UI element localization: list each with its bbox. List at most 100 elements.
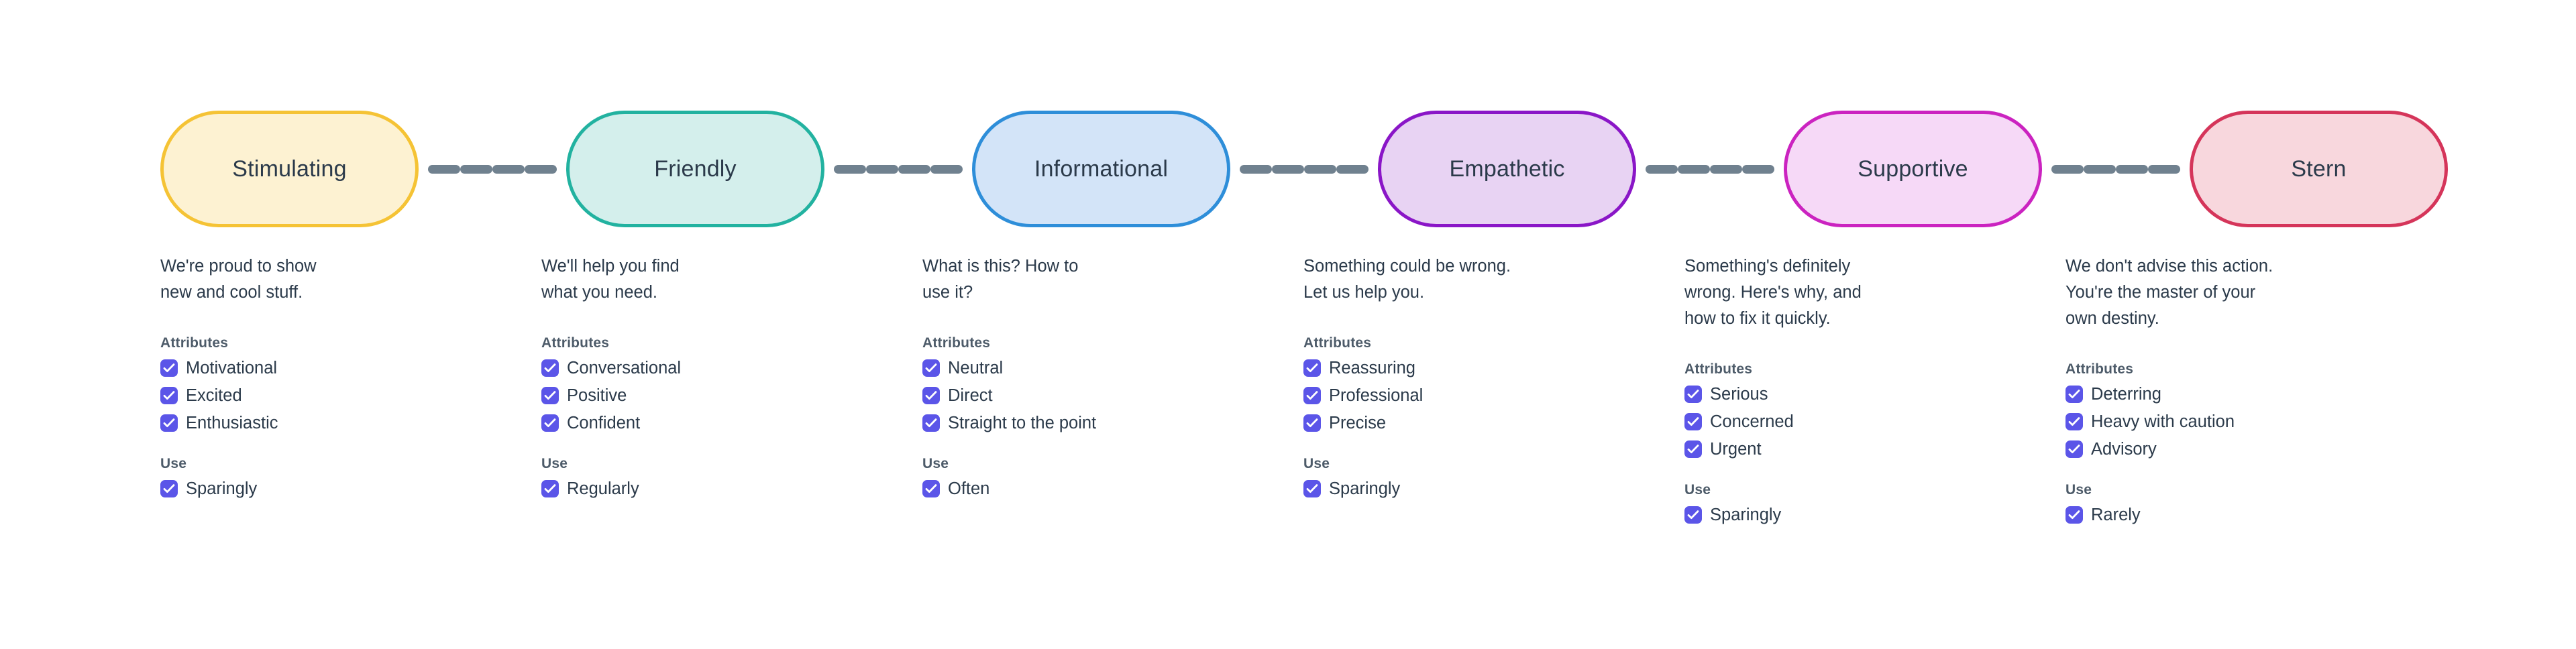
checkmark-icon[interactable] xyxy=(922,359,940,377)
checkmark-icon[interactable] xyxy=(541,387,559,404)
stage-pill-supportive[interactable]: Supportive xyxy=(1784,111,2042,227)
checkbox-row[interactable]: Urgent xyxy=(1684,439,2011,459)
dashed-line-icon xyxy=(492,164,525,174)
dashed-line-icon xyxy=(1272,164,1304,174)
stage-pill-label: Informational xyxy=(1034,156,1169,182)
checkbox-row[interactable]: Confident xyxy=(541,413,868,433)
checkbox-row[interactable]: Heavy with caution xyxy=(2065,412,2392,432)
stage-pill-label: Stern xyxy=(2291,156,2347,182)
connector-dashed-line-4 xyxy=(1636,164,1784,174)
checkbox-row[interactable]: Regularly xyxy=(541,479,868,499)
use-heading: Use xyxy=(1303,456,1330,471)
checkbox-row[interactable]: Sparingly xyxy=(1684,505,2011,525)
dashed-line-icon xyxy=(1742,164,1774,174)
checkmark-icon[interactable] xyxy=(1303,359,1321,377)
checkbox-row[interactable]: Reassuring xyxy=(1303,358,1630,378)
stage-description: Something's definitely wrong. Here's why… xyxy=(1684,257,1862,328)
attributes-heading: Attributes xyxy=(160,335,229,351)
dashed-line-icon xyxy=(866,164,898,174)
dashed-line-icon xyxy=(898,164,930,174)
checkmark-icon[interactable] xyxy=(922,480,940,497)
checkmark-icon[interactable] xyxy=(2065,506,2083,524)
checkmark-icon[interactable] xyxy=(2065,413,2083,430)
checkbox-label: Concerned xyxy=(1710,412,1794,431)
stage-pill-stimulating[interactable]: Stimulating xyxy=(160,111,419,227)
checkbox-row[interactable]: Advisory xyxy=(2065,439,2392,459)
checkbox-row[interactable]: Straight to the point xyxy=(922,413,1249,433)
checkbox-row[interactable]: Sparingly xyxy=(1303,479,1630,499)
stage-description: We're proud to show new and cool stuff. xyxy=(160,257,317,302)
stage-pill-informational[interactable]: Informational xyxy=(972,111,1230,227)
checkmark-icon[interactable] xyxy=(160,387,178,404)
dashed-line-icon xyxy=(1304,164,1336,174)
stage-pill-label: Stimulating xyxy=(232,156,347,182)
checkmark-icon[interactable] xyxy=(160,414,178,432)
attributes-heading: Attributes xyxy=(922,335,991,351)
checkbox-row[interactable]: Deterring xyxy=(2065,384,2392,404)
checkbox-label: Deterring xyxy=(2091,385,2161,404)
checkbox-row[interactable]: Sparingly xyxy=(160,479,487,499)
checkmark-icon[interactable] xyxy=(541,480,559,497)
checkmark-icon[interactable] xyxy=(1684,440,1702,458)
checkbox-row[interactable]: Often xyxy=(922,479,1249,499)
attributes-heading: Attributes xyxy=(1303,335,1372,351)
checkbox-row[interactable]: Motivational xyxy=(160,358,487,378)
checkbox-row[interactable]: Neutral xyxy=(922,358,1249,378)
checkbox-row[interactable]: Professional xyxy=(1303,386,1630,406)
checkbox-label: Heavy with caution xyxy=(2091,412,2235,431)
checkmark-icon[interactable] xyxy=(1303,480,1321,497)
stage-pill-empathetic[interactable]: Empathetic xyxy=(1378,111,1636,227)
stage-column-supportive: Something's definitely wrong. Here's why… xyxy=(1684,253,2011,525)
checkmark-icon[interactable] xyxy=(541,414,559,432)
checkbox-row[interactable]: Precise xyxy=(1303,413,1630,433)
stage-pill-label: Supportive xyxy=(1858,156,1968,182)
checkbox-row[interactable]: Rarely xyxy=(2065,505,2392,525)
checkbox-row[interactable]: Concerned xyxy=(1684,412,2011,432)
checkmark-icon[interactable] xyxy=(1303,414,1321,432)
checkbox-row[interactable]: Serious xyxy=(1684,384,2011,404)
stage-column-stimulating: We're proud to show new and cool stuff. A… xyxy=(160,253,487,499)
checkbox-label: Enthusiastic xyxy=(186,414,278,432)
connector-dashed-line-2 xyxy=(824,164,972,174)
checkmark-icon[interactable] xyxy=(1684,386,1702,403)
stage-pill-row: Stimulating Friendly Informational Empathet… xyxy=(160,110,2448,228)
stage-description: What is this? How to use it? xyxy=(922,257,1079,302)
checkmark-icon[interactable] xyxy=(160,480,178,497)
checkbox-row[interactable]: Conversational xyxy=(541,358,868,378)
checkmark-icon[interactable] xyxy=(1303,387,1321,404)
checkbox-row[interactable]: Positive xyxy=(541,386,868,406)
checkbox-row[interactable]: Direct xyxy=(922,386,1249,406)
checkbox-label: Straight to the point xyxy=(948,414,1097,432)
stage-column-stern: We don't advise this action. You're the … xyxy=(2065,253,2392,525)
checkmark-icon[interactable] xyxy=(541,359,559,377)
connector-dashed-line-3 xyxy=(1230,164,1378,174)
stage-pill-friendly[interactable]: Friendly xyxy=(566,111,824,227)
checkmark-icon[interactable] xyxy=(1684,506,1702,524)
checkmark-icon[interactable] xyxy=(1684,413,1702,430)
checkmark-icon[interactable] xyxy=(922,414,940,432)
checkmark-icon[interactable] xyxy=(922,387,940,404)
checkbox-row[interactable]: Excited xyxy=(160,386,487,406)
checkmark-icon[interactable] xyxy=(160,359,178,377)
stage-description: We'll help you find what you need. xyxy=(541,257,680,302)
checkmark-icon[interactable] xyxy=(2065,386,2083,403)
checkmark-icon[interactable] xyxy=(2065,440,2083,458)
stage-pill-stern[interactable]: Stern xyxy=(2190,111,2448,227)
stage-pill-label: Friendly xyxy=(654,156,737,182)
attributes-heading: Attributes xyxy=(541,335,610,351)
connector-dashed-line-5 xyxy=(2042,164,2190,174)
checkbox-row[interactable]: Enthusiastic xyxy=(160,413,487,433)
attributes-heading: Attributes xyxy=(2065,361,2134,377)
checkbox-label: Sparingly xyxy=(1329,479,1401,498)
dashed-line-icon xyxy=(930,164,963,174)
checkbox-label: Sparingly xyxy=(1710,506,1782,524)
dashed-line-icon xyxy=(1710,164,1742,174)
